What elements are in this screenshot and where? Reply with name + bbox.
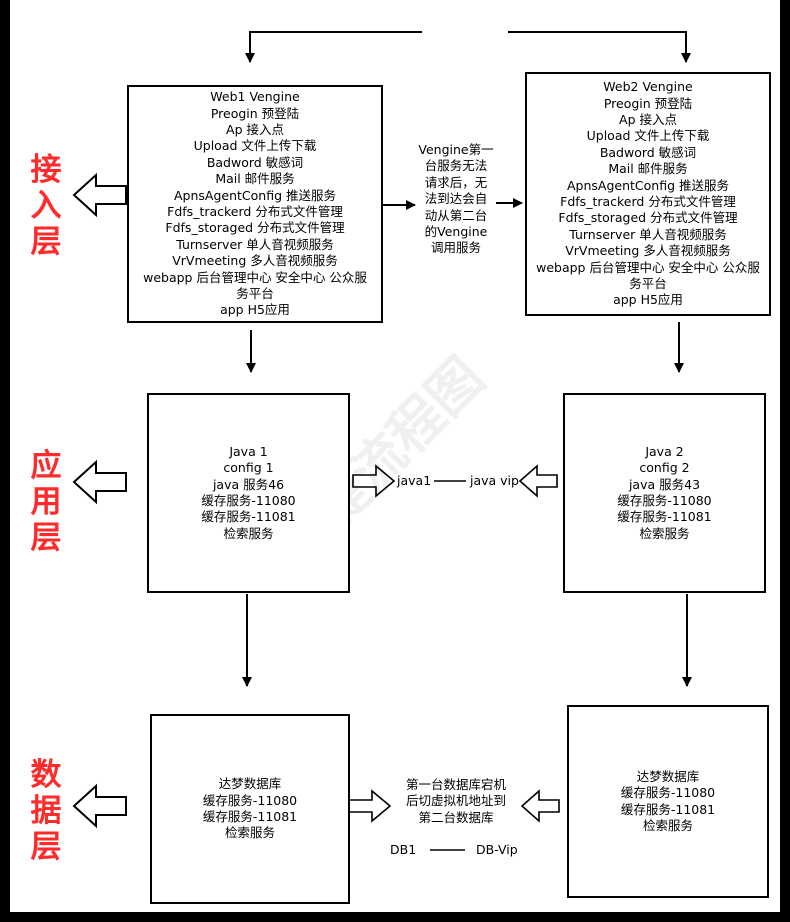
- java-vip-link-label: java vip: [470, 473, 519, 488]
- web2-line: Upload 文件上传下载: [586, 128, 710, 144]
- web2-line: Web2 Vengine: [603, 79, 693, 95]
- web2-line: Badword 敏感词: [599, 144, 697, 160]
- java1-line: java 服务46: [212, 476, 285, 492]
- web1-line: Web1 Vengine: [210, 89, 300, 105]
- java1-link-arrow: [352, 464, 396, 498]
- web2-line: app H5应用: [613, 292, 683, 308]
- web1-line: Fdfs_trackerd 分布式文件管理: [167, 204, 343, 219]
- access-layer-arrow: [72, 172, 127, 218]
- data-layer-label: 数 据 层: [30, 757, 62, 865]
- web2-line: Turnserver 单人音视频服务: [569, 226, 727, 242]
- java1-link-label: java1: [397, 473, 432, 488]
- web1-line: Badword 敏感词: [206, 154, 304, 170]
- java2-line: 缓存服务-11081: [617, 509, 712, 525]
- web2-line: ApnsAgentConfig 推送服务: [567, 177, 729, 193]
- java1-line: 检索服务: [223, 525, 274, 541]
- web1-line: ApnsAgentConfig 推送服务: [174, 187, 336, 203]
- db1-line: 缓存服务-11081: [202, 809, 298, 824]
- access-layer-label: 接 入 层: [30, 152, 62, 260]
- db1-line: 缓存服务-11080: [202, 792, 298, 808]
- web1-line: Mail 邮件服务: [215, 171, 295, 187]
- db-vip-link-arrow: [520, 789, 560, 823]
- db2-box: 达梦数据库 缓存服务-11080 缓存服务-11081 检索服务: [567, 705, 769, 898]
- web2-line: Fdfs_storaged 分布式文件管理: [558, 210, 738, 226]
- db1-line: 达梦数据库: [218, 776, 282, 792]
- db1-link-label: DB1: [390, 842, 417, 857]
- web1-line: Ap 接入点: [226, 121, 284, 137]
- java1-line: 缓存服务-11081: [201, 509, 296, 525]
- app-layer-label: 应 用 层: [30, 448, 62, 556]
- web1-line: Turnserver 单人音视频服务: [176, 236, 334, 252]
- web2-line: webapp 后台管理中心 安全中心 公众服务平台: [536, 259, 760, 292]
- data-layer-arrow: [72, 783, 127, 829]
- web1-vengine-box: Web1 Vengine Preogin 预登陆 Ap 接入点 Upload 文…: [127, 85, 383, 323]
- java1-line: Java 1: [229, 443, 268, 459]
- web1-line: Upload 文件上传下载: [193, 138, 317, 154]
- db2-line: 缓存服务-11081: [620, 801, 716, 817]
- java1-box: Java 1 config 1 java 服务46 缓存服务-11080 缓存服…: [147, 393, 350, 593]
- web2-vengine-box: Web2 Vengine Preogin 预登陆 Ap 接入点 Upload 文…: [525, 72, 771, 316]
- db1-line: 检索服务: [224, 825, 275, 841]
- java2-line: config 2: [639, 460, 690, 476]
- db2-line: 检索服务: [642, 817, 693, 833]
- web2-line: Mail 邮件服务: [608, 161, 688, 177]
- db1-box: 达梦数据库 缓存服务-11080 缓存服务-11081 检索服务: [150, 714, 350, 904]
- top-loop-right-arrow: [508, 31, 691, 63]
- web2-line: Ap 接入点: [619, 111, 677, 127]
- web1-line: Preogin 预登陆: [210, 105, 300, 121]
- web1-line: Fdfs_storaged 分布式文件管理: [165, 220, 345, 236]
- db2-line: 缓存服务-11080: [620, 785, 716, 801]
- java2-line: 缓存服务-11080: [617, 493, 712, 508]
- connector-layer: [72, 31, 692, 851]
- web2-line: Fdfs_trackerd 分布式文件管理: [560, 194, 736, 209]
- app-layer-arrow: [72, 459, 127, 505]
- db2-line: 达梦数据库: [636, 768, 700, 784]
- java2-line: 检索服务: [639, 525, 690, 541]
- java2-line: Java 2: [645, 443, 684, 459]
- java2-box: Java 2 config 2 java 服务43 缓存服务-11080 缓存服…: [563, 393, 766, 593]
- java-vip-link-arrow: [518, 464, 558, 498]
- web1-line: app H5应用: [220, 302, 290, 318]
- web2-line: Preogin 预登陆: [603, 95, 693, 111]
- failover-note: Vengine第一 台服务无法 请求后，无 法到达会自 动从第二台 的Vengi…: [418, 142, 494, 256]
- top-loop-left-arrow: [245, 31, 422, 63]
- java2-line: java 服务43: [628, 476, 701, 492]
- web2-line: VrVmeeting 多人音视频服务: [565, 243, 731, 259]
- db1-link-arrow: [348, 789, 392, 823]
- db-vip-link-label: DB-Vip: [476, 842, 518, 857]
- web1-line: VrVmeeting 多人音视频服务: [172, 253, 338, 269]
- db-failover-note: 第一台数据库宕机 后切虚拟机地址到 第二台数据库: [405, 777, 506, 825]
- diagram-canvas: 迅捷流程图 接 入 层 应 用 层 数 据 层 Web1 Vengine Pre…: [10, 0, 780, 912]
- web1-line: webapp 后台管理中心 安全中心 公众服务平台: [143, 269, 367, 302]
- java1-line: 缓存服务-11080: [201, 493, 296, 508]
- java1-line: config 1: [223, 460, 274, 476]
